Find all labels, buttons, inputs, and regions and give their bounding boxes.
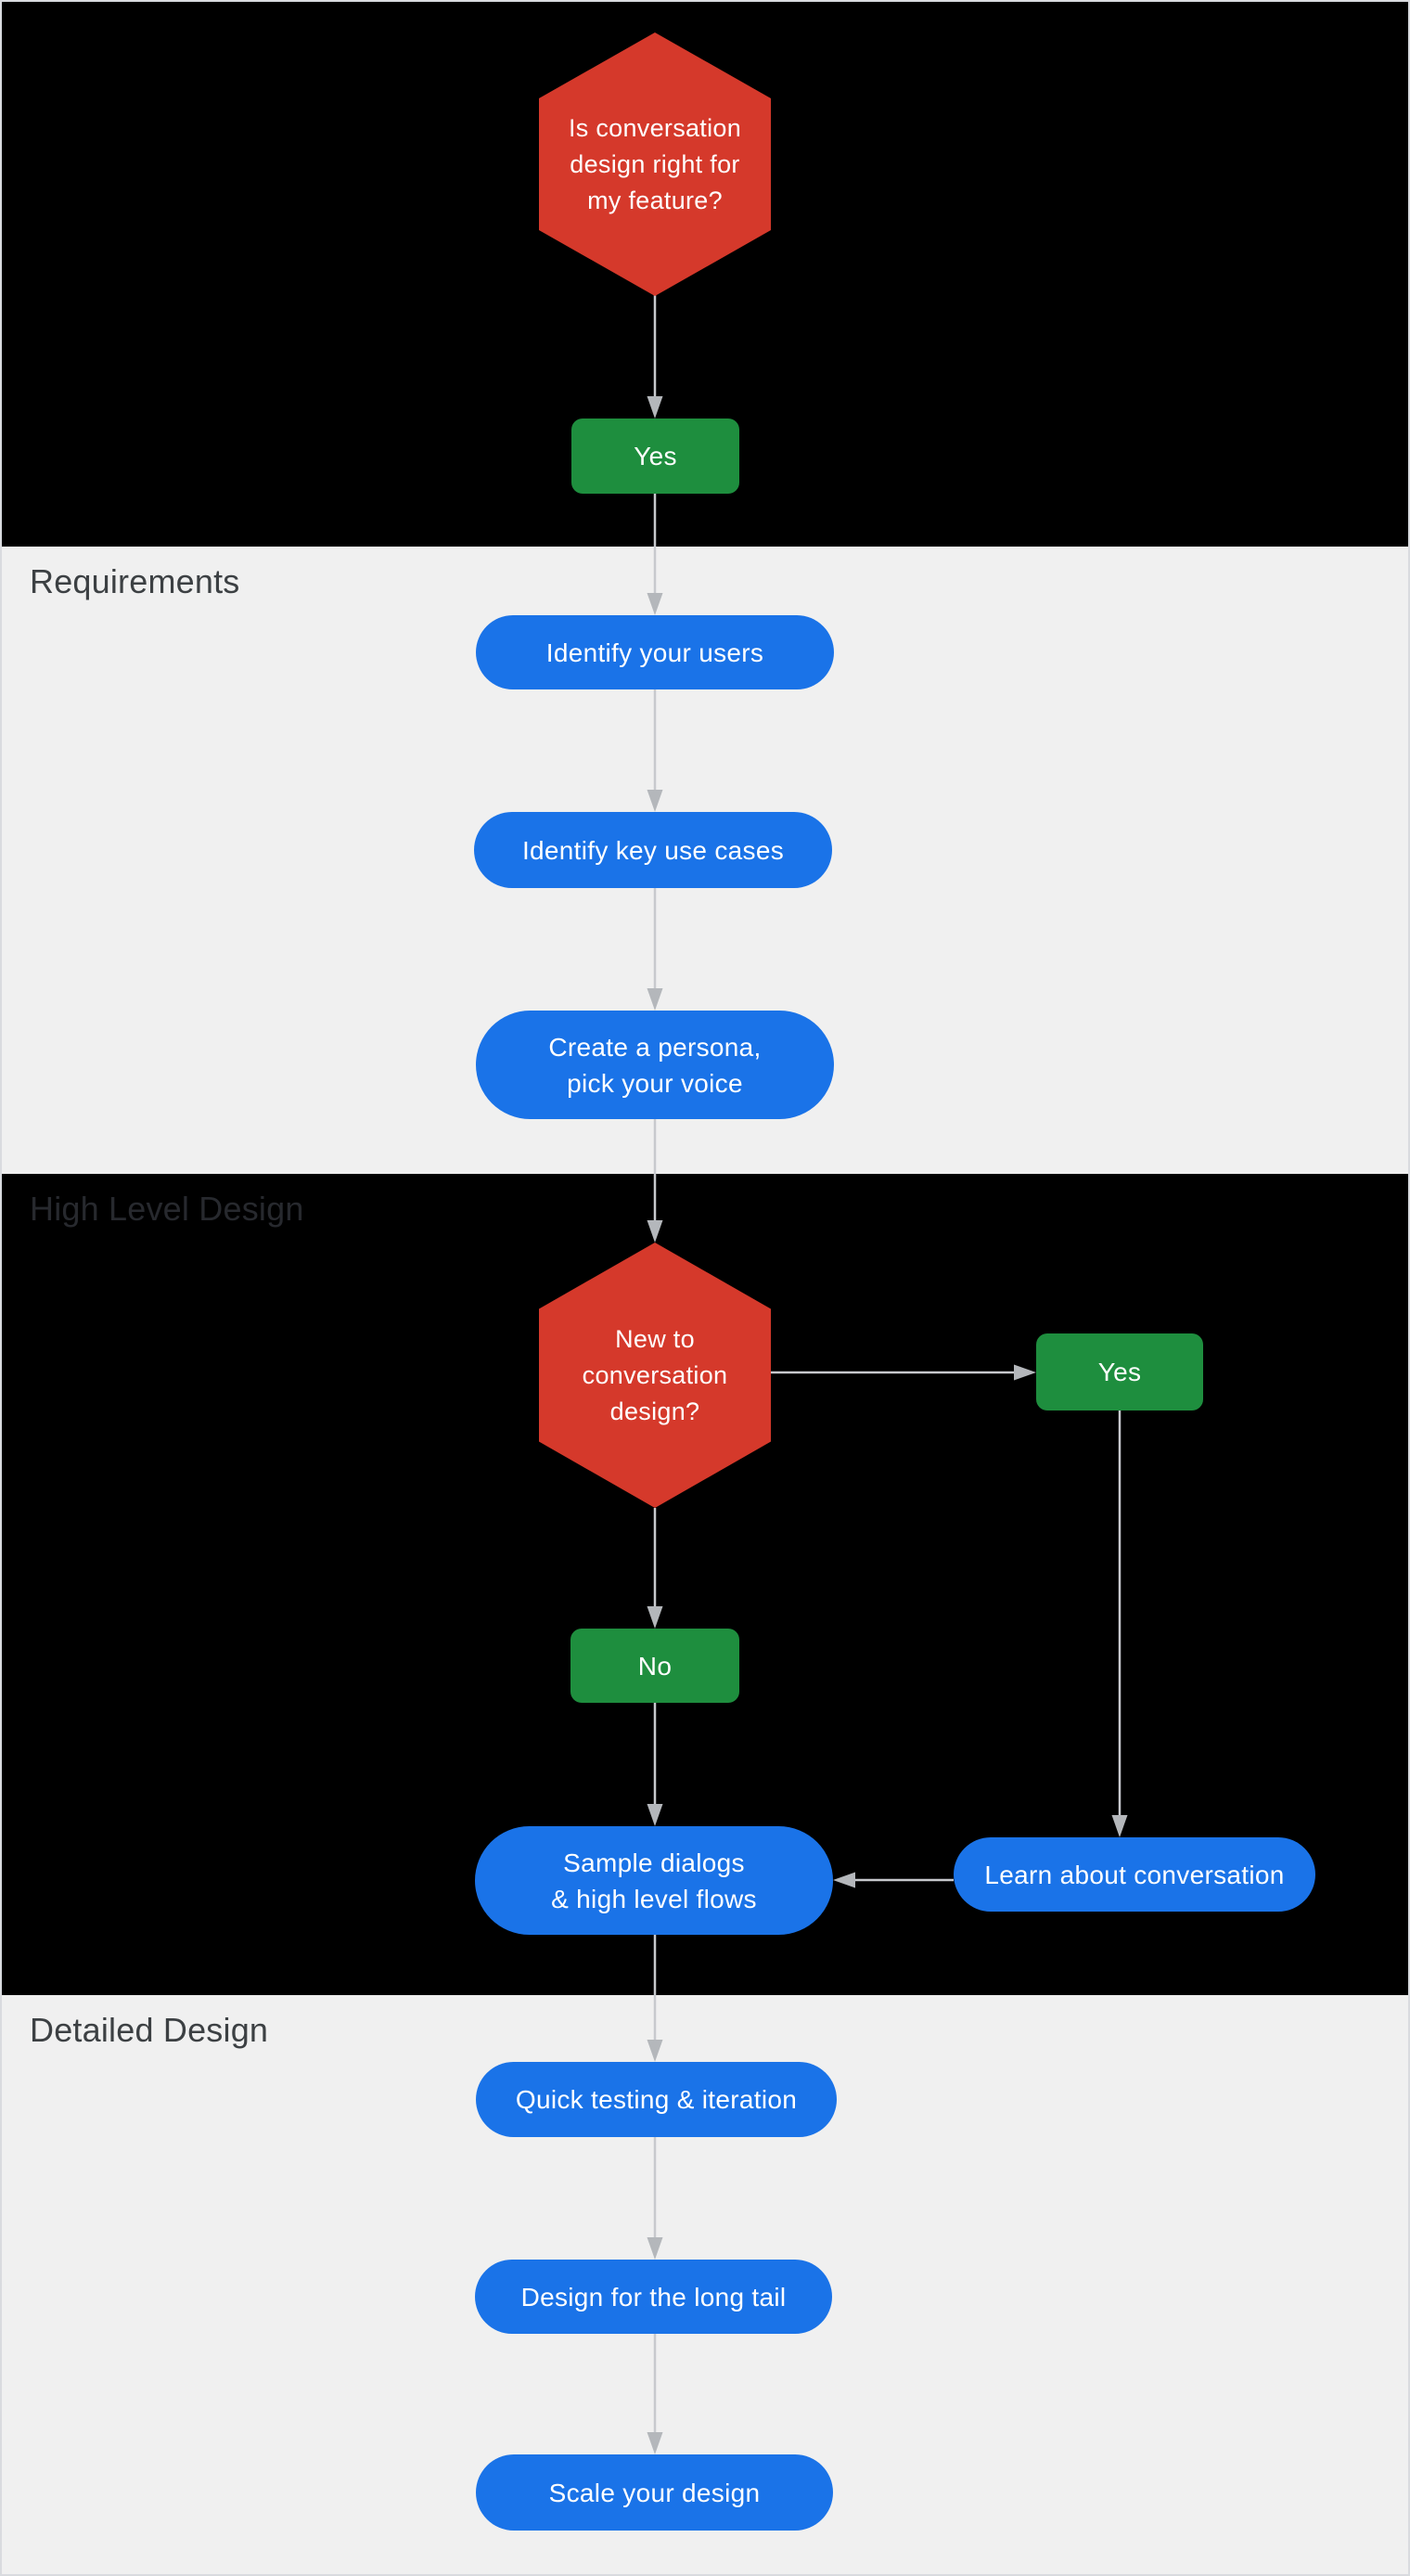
decision-line: design right for [570, 149, 740, 178]
section-label-detailed-design: Detailed Design [30, 2011, 269, 2049]
step-identify-users-pill[interactable]: Identify your users [476, 615, 834, 689]
decision-line: my feature? [587, 186, 723, 214]
decision-line: Is conversation [568, 113, 742, 142]
step-label: Learn about conversation [984, 1860, 1285, 1889]
decision-line: design? [609, 1397, 700, 1425]
step-label-line: Create a persona, [548, 1032, 762, 1062]
step-sample-dialogs-pill[interactable]: Sample dialogs & high level flows [475, 1826, 833, 1935]
step-learn-conversation-pill[interactable]: Learn about conversation [954, 1837, 1315, 1912]
answer-label: Yes [1097, 1358, 1142, 1386]
decision-line: New to [615, 1324, 695, 1353]
decision-line: conversation [582, 1360, 728, 1389]
answer-yes-2-button[interactable]: Yes [1036, 1333, 1203, 1410]
step-label: Identify your users [545, 638, 764, 667]
answer-yes-button[interactable]: Yes [571, 419, 739, 494]
decision-feature-hexagon: Is conversation design right for my feat… [539, 32, 771, 296]
section-label-high-level-design: High Level Design [30, 1190, 304, 1228]
step-quick-testing-pill[interactable]: Quick testing & iteration [476, 2062, 837, 2137]
step-label-line: pick your voice [567, 1068, 743, 1098]
step-create-persona-pill[interactable]: Create a persona, pick your voice [476, 1011, 834, 1119]
answer-label: No [637, 1651, 673, 1681]
step-identify-use-cases-pill[interactable]: Identify key use cases [474, 812, 832, 888]
step-label: Scale your design [548, 2478, 761, 2507]
step-label-line: & high level flows [551, 1884, 757, 1913]
step-scale-design-pill[interactable]: Scale your design [476, 2454, 833, 2531]
step-long-tail-pill[interactable]: Design for the long tail [475, 2260, 832, 2334]
section-label-requirements: Requirements [30, 562, 240, 600]
step-label: Quick testing & iteration [515, 2085, 798, 2114]
step-label-line: Sample dialogs [563, 1848, 745, 1877]
answer-label: Yes [634, 442, 677, 470]
step-label: Identify key use cases [521, 835, 785, 865]
answer-no-button[interactable]: No [570, 1629, 739, 1703]
step-label: Design for the long tail [520, 2282, 787, 2312]
